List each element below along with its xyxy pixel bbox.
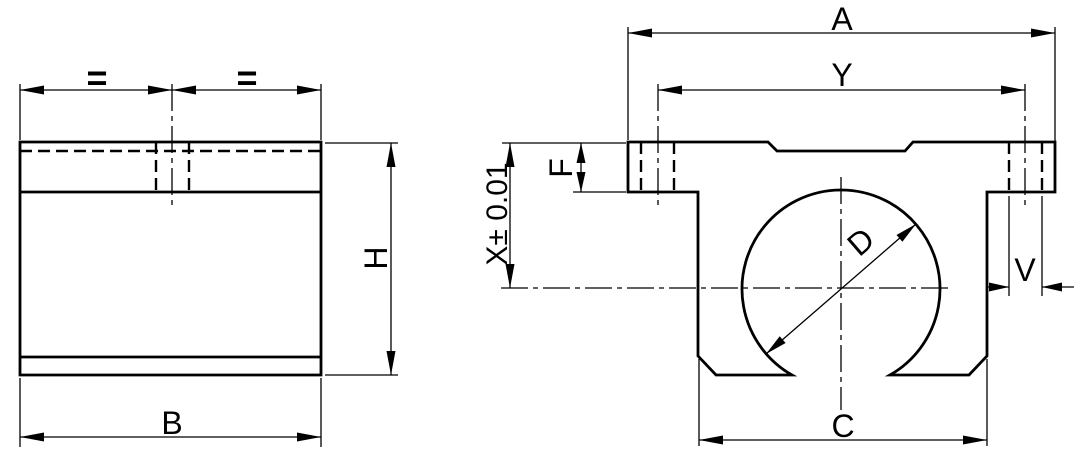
arrowhead	[576, 143, 586, 163]
front-view: = = H B	[18, 57, 398, 447]
dim-label-equal-right: =	[236, 57, 257, 98]
dim-f: F	[543, 143, 626, 193]
arrowhead	[628, 28, 652, 38]
front-view-outline	[18, 140, 323, 377]
dim-label-b: B	[161, 405, 182, 441]
dim-label-f: F	[543, 158, 579, 178]
arrowhead	[1042, 282, 1062, 292]
arrowhead	[505, 143, 515, 167]
dim-b: B	[19, 378, 322, 447]
arrowhead	[20, 432, 44, 442]
arrowhead	[20, 85, 44, 95]
dim-c: C	[698, 359, 988, 446]
arrowhead	[505, 264, 515, 288]
arrowhead	[766, 336, 786, 354]
dim-equal-spacing: = =	[19, 57, 322, 140]
dim-h: H	[325, 142, 398, 376]
arrowhead	[989, 282, 1009, 292]
arrowhead	[896, 224, 916, 242]
side-view-outline	[626, 140, 1057, 377]
dim-a: A	[627, 1, 1056, 141]
dim-label-x: X± 0.01	[481, 162, 514, 265]
arrowhead	[1001, 85, 1025, 95]
dim-label-y: Y	[831, 57, 852, 93]
dim-v: V	[987, 196, 1074, 296]
dim-label-d: D	[840, 221, 881, 263]
dim-x: X± 0.01	[481, 142, 626, 288]
arrowhead	[699, 435, 723, 445]
dim-label-a: A	[831, 1, 853, 37]
arrowhead	[172, 85, 196, 95]
dim-line	[765, 223, 917, 355]
arrowhead	[658, 85, 682, 95]
dim-label-c: C	[831, 408, 854, 444]
dim-y: Y	[658, 57, 1025, 95]
arrowhead	[297, 85, 321, 95]
arrowhead	[1031, 28, 1055, 38]
arrowhead	[386, 351, 396, 375]
dim-label-h: H	[358, 246, 394, 269]
arrowhead	[148, 85, 172, 95]
arrowhead	[386, 143, 396, 167]
arrowhead	[297, 432, 321, 442]
dim-label-equal-left: =	[86, 57, 107, 98]
arrowhead	[963, 435, 987, 445]
dim-label-v: V	[1014, 252, 1036, 288]
side-view: A Y X± 0.01 F	[481, 1, 1074, 446]
arrowhead	[576, 172, 586, 192]
